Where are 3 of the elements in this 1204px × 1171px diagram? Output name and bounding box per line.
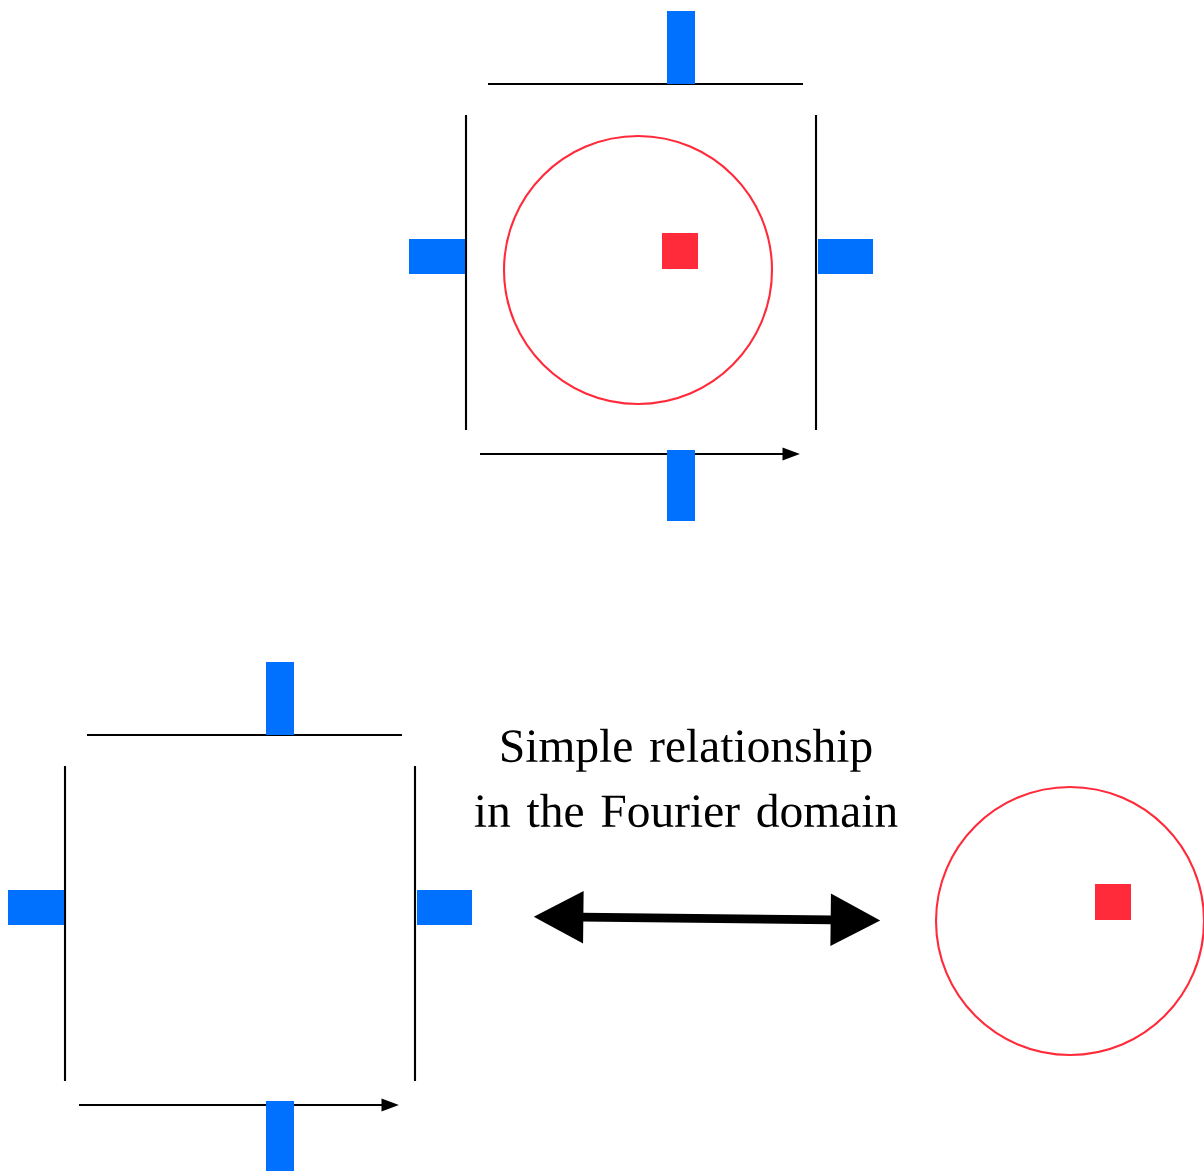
circle-drawing (934, 785, 1204, 1057)
detector-frame-drawing (8, 662, 472, 1171)
edge-label: Simple relationship in the Fourier domain (474, 728, 898, 828)
